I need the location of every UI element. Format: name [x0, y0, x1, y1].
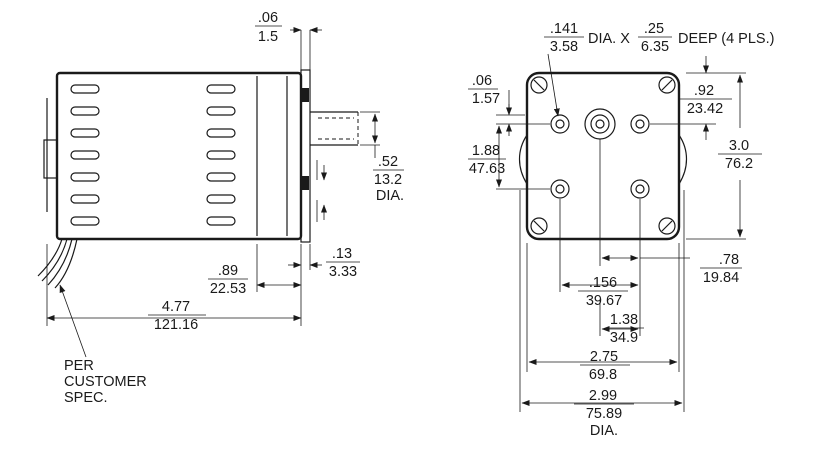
- front-shaft: [584, 108, 616, 140]
- rear-to-flange-top: .89: [218, 263, 238, 279]
- overall-height-top: 3.0: [729, 138, 749, 154]
- top-to-hole-right-top: .92: [694, 83, 714, 99]
- hole-spacing-vertical-top: 1.88: [472, 143, 500, 159]
- overall-length-bottom: 121.16: [154, 317, 198, 333]
- shaft: [310, 111, 359, 146]
- overall-length-top: 4.77: [162, 299, 190, 315]
- flange-depth-top: .13: [332, 246, 352, 262]
- front-view: .141 3.58 DIA. X .25 6.35 DEEP (4 PLS.) …: [468, 21, 774, 439]
- rear-to-flange-bottom: 22.53: [210, 281, 246, 297]
- square-width-bottom: 69.8: [589, 367, 617, 383]
- leads-note-line-1: PER: [64, 358, 94, 374]
- corner-screws: [530, 76, 676, 235]
- side-view: PER CUSTOMER SPEC. .06 1.5 .52 13.2 DIA.…: [37, 10, 404, 406]
- lead-wires: [37, 238, 78, 289]
- hole-deep-bottom: 6.35: [641, 39, 669, 55]
- overall-height-bottom: 76.2: [725, 156, 753, 172]
- housing-gap-top: .06: [258, 10, 278, 26]
- hole-offset-left-bottom: 1.57: [472, 91, 500, 107]
- leads-note-line-2: CUSTOMER: [64, 374, 147, 390]
- hole-spacing-half-top: 1.38: [610, 312, 638, 328]
- mounting-flange: [300, 69, 311, 243]
- leads-note-line-3: SPEC.: [64, 390, 108, 406]
- round-dia-suffix: DIA.: [590, 423, 618, 439]
- hole-dia-bottom: 3.58: [550, 39, 578, 55]
- shaft-offset-bottom: 19.84: [703, 270, 739, 286]
- housing-gap-bottom: 1.5: [258, 29, 278, 45]
- hole-dia-mid: DIA. X: [588, 31, 630, 47]
- round-dia-bottom: 75.89: [586, 406, 622, 422]
- shaft-dia-top: .52: [378, 154, 398, 170]
- hole-offset-left-top: .06: [472, 73, 492, 89]
- hole-deep-tail: DEEP (4 PLS.): [678, 31, 774, 47]
- hole-spacing-half-bottom: 34.9: [610, 330, 638, 346]
- shaft-dia-bottom: 13.2: [374, 172, 402, 188]
- shaft-dia-suffix: DIA.: [376, 188, 404, 204]
- square-flange: [525, 71, 681, 241]
- shaft-offset-top: .78: [719, 252, 739, 268]
- hole-spacing-bottom-bottom: 39.67: [586, 293, 622, 309]
- hole-spacing-vertical-bottom: 47.63: [469, 161, 505, 177]
- top-to-hole-right-bottom: 23.42: [687, 101, 723, 117]
- square-width-top: 2.75: [590, 349, 618, 365]
- motor-housing: [55, 71, 303, 241]
- flange-depth-bottom: 3.33: [329, 264, 357, 280]
- mounting-holes: [550, 114, 650, 199]
- right-vent-slots: [206, 84, 236, 226]
- hole-deep-top: .25: [644, 21, 664, 37]
- left-vent-slots: [70, 84, 100, 226]
- rear-cap: [43, 139, 58, 179]
- hole-spacing-bottom-top: .156: [589, 275, 617, 291]
- hole-dia-top: .141: [550, 21, 578, 37]
- round-dia-top: 2.99: [589, 388, 617, 404]
